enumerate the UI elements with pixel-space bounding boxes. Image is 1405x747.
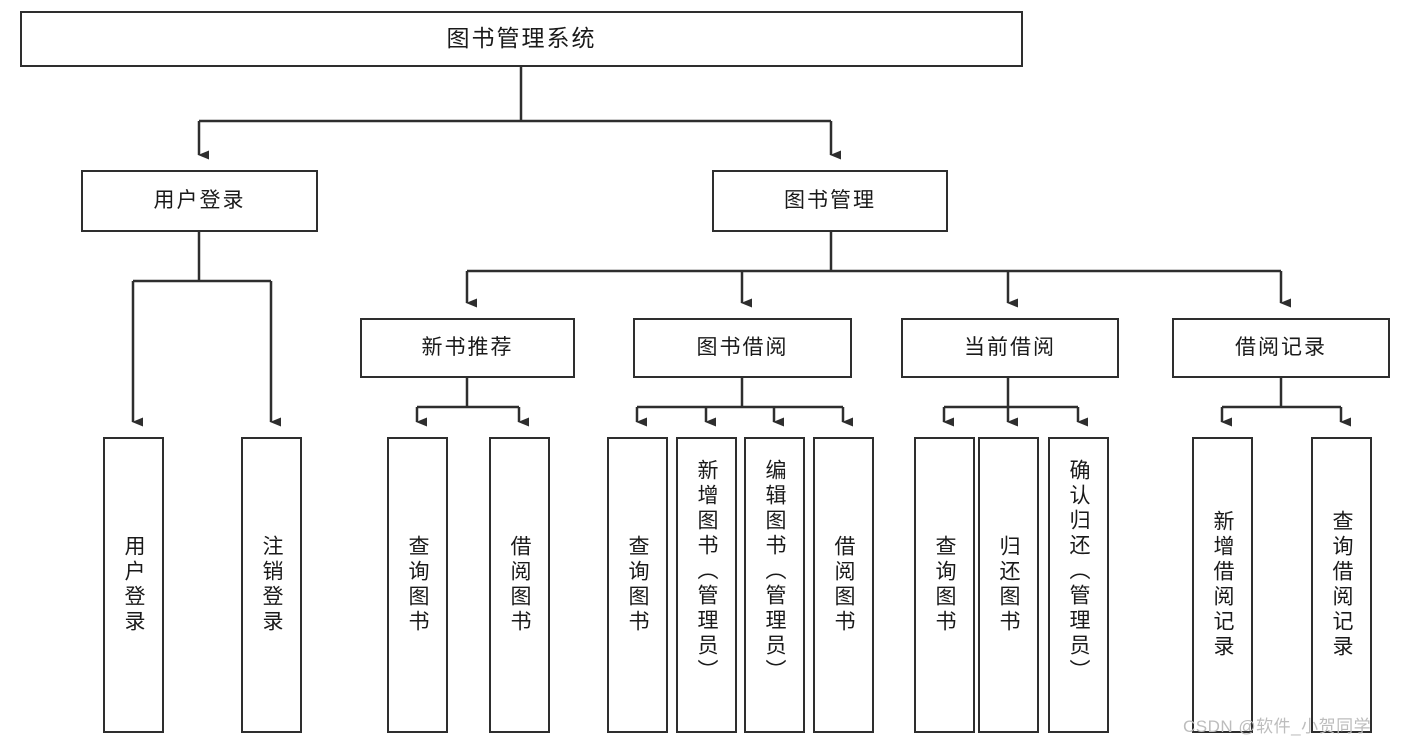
node-borrow-record-label: 借阅记录 bbox=[1235, 335, 1327, 359]
node-borrow-record[interactable]: 借阅记录 bbox=[1172, 318, 1390, 378]
node-leaf-borrow-book-1[interactable]: 借阅图书 bbox=[489, 437, 550, 733]
node-leaf-borrow-book-2-label: 借阅图书 bbox=[832, 535, 855, 635]
node-new-book-recommend[interactable]: 新书推荐 bbox=[360, 318, 575, 378]
node-book-borrow[interactable]: 图书借阅 bbox=[633, 318, 852, 378]
node-leaf-user-login-label: 用户登录 bbox=[122, 535, 145, 635]
node-leaf-query-record-label: 查询借阅记录 bbox=[1330, 510, 1353, 660]
node-leaf-user-login[interactable]: 用户登录 bbox=[103, 437, 164, 733]
node-leaf-confirm-return[interactable]: 确认归还（管理员） bbox=[1048, 437, 1109, 733]
node-book-manage[interactable]: 图书管理 bbox=[712, 170, 948, 232]
node-leaf-logout-login[interactable]: 注销登录 bbox=[241, 437, 302, 733]
node-leaf-logout-login-label: 注销登录 bbox=[260, 535, 283, 635]
node-leaf-query-book-1-label: 查询图书 bbox=[406, 535, 429, 635]
node-leaf-add-record[interactable]: 新增借阅记录 bbox=[1192, 437, 1253, 733]
node-leaf-query-book-2[interactable]: 查询图书 bbox=[607, 437, 668, 733]
node-new-book-recommend-label: 新书推荐 bbox=[421, 335, 514, 359]
node-leaf-edit-book[interactable]: 编辑图书（管理员） bbox=[744, 437, 805, 733]
node-leaf-query-book-1[interactable]: 查询图书 bbox=[387, 437, 448, 733]
node-leaf-edit-book-label: 编辑图书（管理员） bbox=[763, 459, 786, 684]
node-leaf-confirm-return-label: 确认归还（管理员） bbox=[1067, 459, 1090, 684]
node-leaf-query-record[interactable]: 查询借阅记录 bbox=[1311, 437, 1372, 733]
node-leaf-query-book-2-label: 查询图书 bbox=[626, 535, 649, 635]
node-leaf-return-book[interactable]: 归还图书 bbox=[978, 437, 1039, 733]
node-root-label: 图书管理系统 bbox=[446, 25, 597, 52]
node-leaf-borrow-book-2[interactable]: 借阅图书 bbox=[813, 437, 874, 733]
node-user-login[interactable]: 用户登录 bbox=[81, 170, 318, 232]
node-current-borrow-label: 当前借阅 bbox=[964, 335, 1056, 359]
node-leaf-query-book-3-label: 查询图书 bbox=[933, 535, 956, 635]
node-root[interactable]: 图书管理系统 bbox=[20, 11, 1023, 67]
node-user-login-label: 用户登录 bbox=[153, 188, 246, 212]
node-leaf-borrow-book-1-label: 借阅图书 bbox=[508, 535, 531, 635]
csdn-watermark: CSDN @软件_小贺同学 bbox=[1183, 717, 1372, 736]
node-current-borrow[interactable]: 当前借阅 bbox=[901, 318, 1119, 378]
node-book-manage-label: 图书管理 bbox=[784, 188, 876, 212]
node-book-borrow-label: 图书借阅 bbox=[696, 335, 789, 359]
node-leaf-return-book-label: 归还图书 bbox=[997, 535, 1020, 635]
node-leaf-query-book-3[interactable]: 查询图书 bbox=[914, 437, 975, 733]
node-leaf-add-record-label: 新增借阅记录 bbox=[1211, 510, 1234, 660]
node-leaf-add-book-label: 新增图书（管理员） bbox=[695, 459, 718, 684]
node-leaf-add-book[interactable]: 新增图书（管理员） bbox=[676, 437, 737, 733]
